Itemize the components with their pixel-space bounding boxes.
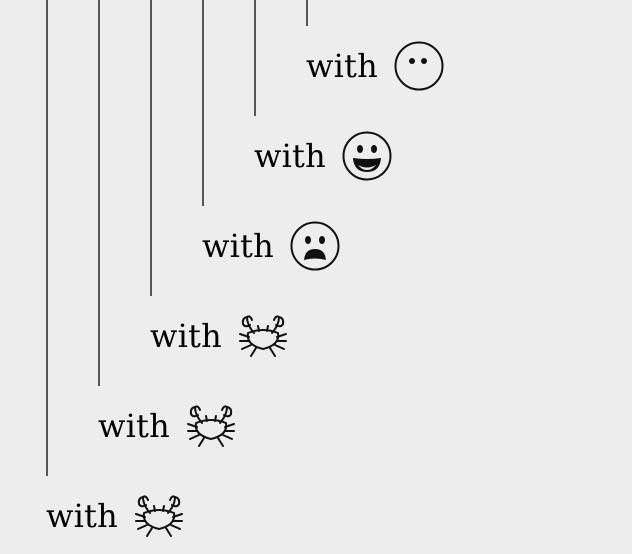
guide-line-3 xyxy=(150,0,152,296)
entry-2: with xyxy=(254,126,394,186)
crab-icon xyxy=(184,399,238,453)
entry-word: with xyxy=(202,227,274,265)
crab-icon xyxy=(236,309,290,363)
guide-line-1 xyxy=(46,0,48,476)
frowning-face-icon xyxy=(288,219,342,273)
entry-1: with xyxy=(306,36,446,96)
entry-5: with xyxy=(98,396,238,456)
entry-word: with xyxy=(254,137,326,175)
neutral-face-icon xyxy=(392,39,446,93)
entry-word: with xyxy=(150,317,222,355)
guide-line-2 xyxy=(98,0,100,386)
crab-icon xyxy=(132,489,186,543)
entry-word: with xyxy=(306,47,378,85)
entry-3: with xyxy=(202,216,342,276)
entry-6: with xyxy=(46,486,186,546)
grinning-face-icon xyxy=(340,129,394,183)
entry-word: with xyxy=(46,497,118,535)
entry-word: with xyxy=(98,407,170,445)
entry-4: with xyxy=(150,306,290,366)
guide-line-4 xyxy=(202,0,204,206)
guide-line-6 xyxy=(306,0,308,26)
guide-line-5 xyxy=(254,0,256,116)
